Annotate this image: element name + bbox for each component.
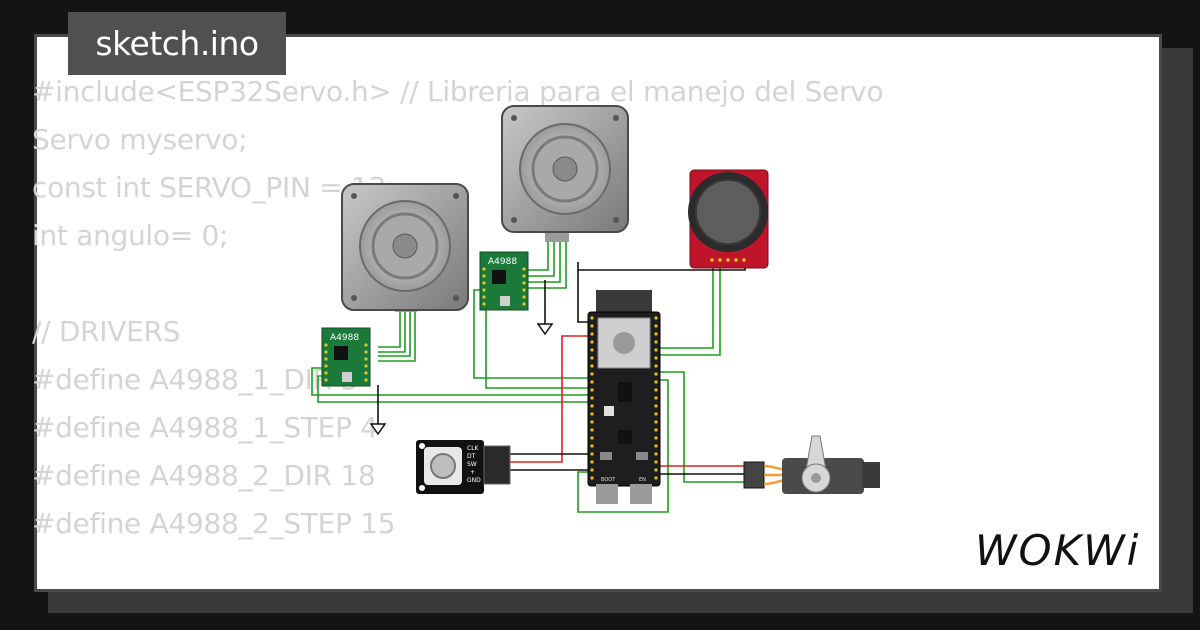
ground-symbol-icon bbox=[369, 423, 387, 436]
code-line-10: #define A4988_2_STEP 15 bbox=[32, 507, 396, 540]
encoder-pin-clk: CLK bbox=[467, 445, 480, 452]
servo-motor-icon bbox=[743, 435, 880, 494]
stepper-motor-icon bbox=[501, 105, 629, 242]
encoder-pin-sw: SW bbox=[467, 461, 477, 468]
encoder-pin-vcc: + bbox=[470, 469, 475, 476]
code-line-1: #include<ESP32Servo.h> // Libreria para … bbox=[32, 75, 884, 108]
code-line-2: Servo myservo; bbox=[32, 123, 248, 156]
file-tab: sketch.ino bbox=[68, 12, 286, 75]
code-background: #include<ESP32Servo.h> // Libreria para … bbox=[32, 68, 884, 548]
stepper-motor-icon bbox=[341, 183, 469, 312]
rotary-encoder-icon: CLK DT SW + GND bbox=[416, 440, 511, 494]
joystick-icon bbox=[688, 169, 769, 269]
code-line-9: #define A4988_2_DIR 18 bbox=[32, 459, 376, 492]
a4988-driver-2: A4988 bbox=[479, 251, 529, 311]
driver-1-label: A4988 bbox=[330, 333, 359, 343]
esp32-boot-label: BOOT bbox=[601, 477, 616, 483]
wires bbox=[311, 240, 746, 513]
code-line-6: // DRIVERS bbox=[32, 315, 181, 348]
code-line-4: int angulo= 0; bbox=[32, 219, 229, 252]
esp32-board: BOOT EN bbox=[587, 290, 661, 504]
encoder-pin-dt: DT bbox=[467, 453, 476, 460]
encoder-pin-gnd: GND bbox=[467, 477, 481, 484]
driver-2-label: A4988 bbox=[488, 257, 517, 267]
code-line-8: #define A4988_1_STEP 4 bbox=[32, 411, 378, 444]
wokwi-logo: WOKWi bbox=[975, 526, 1141, 575]
esp32-en-label: EN bbox=[639, 477, 646, 483]
code-line-3: const int SERVO_PIN = 13; bbox=[32, 171, 396, 204]
ground-symbol-icon bbox=[536, 323, 554, 336]
a4988-driver-1: A4988 bbox=[321, 327, 371, 387]
file-tab-label: sketch.ino bbox=[95, 24, 259, 63]
